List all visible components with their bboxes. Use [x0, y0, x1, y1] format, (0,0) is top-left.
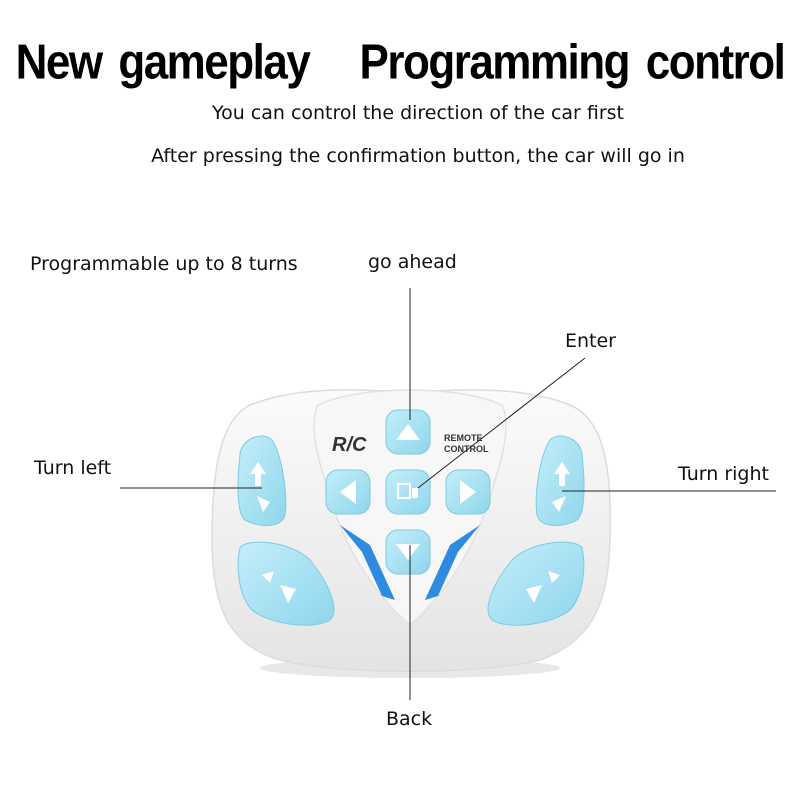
arrow-down-icon	[396, 544, 420, 560]
brand-text-control: CONTROL	[444, 444, 489, 454]
brand-logo: R/C	[332, 434, 367, 456]
turn-left-arrow-icon	[250, 462, 270, 512]
arrow-left-icon	[340, 480, 356, 504]
enter-icon	[397, 483, 418, 499]
accent-stripe-right	[425, 525, 480, 600]
go-ahead-label: go ahead	[368, 251, 457, 273]
programmable-label: Programmable up to 8 turns	[30, 253, 298, 275]
reverse-right-button[interactable]	[487, 541, 585, 626]
turn-right-small-button[interactable]	[445, 469, 491, 515]
subtitle-confirmation: After pressing the confirmation button, …	[151, 145, 685, 167]
turn-left-button[interactable]	[237, 435, 287, 526]
turn-right-label: Turn right	[678, 463, 769, 485]
back-button[interactable]	[385, 529, 431, 575]
enter-button[interactable]	[385, 469, 431, 515]
accent-stripe-left	[340, 525, 395, 600]
turn-arrows-right-icon	[526, 571, 560, 603]
go-ahead-button[interactable]	[385, 409, 431, 455]
subtitle-direction: You can control the direction of the car…	[211, 102, 625, 124]
turn-arrows-icon	[262, 571, 296, 603]
arrow-right-icon	[460, 480, 476, 504]
reverse-left-button[interactable]	[237, 541, 335, 626]
page-title: New gameplay Programming control	[15, 35, 786, 90]
enter-label: Enter	[565, 330, 616, 352]
brand-text-remote: REMOTE	[444, 433, 483, 443]
turn-left-label: Turn left	[34, 457, 112, 479]
turn-right-button[interactable]	[535, 435, 585, 526]
turn-left-small-button[interactable]	[325, 469, 371, 515]
back-label: Back	[386, 708, 433, 730]
turn-right-arrow-icon	[552, 462, 570, 512]
enter-leader	[417, 357, 586, 489]
arrow-up-icon	[396, 424, 420, 440]
